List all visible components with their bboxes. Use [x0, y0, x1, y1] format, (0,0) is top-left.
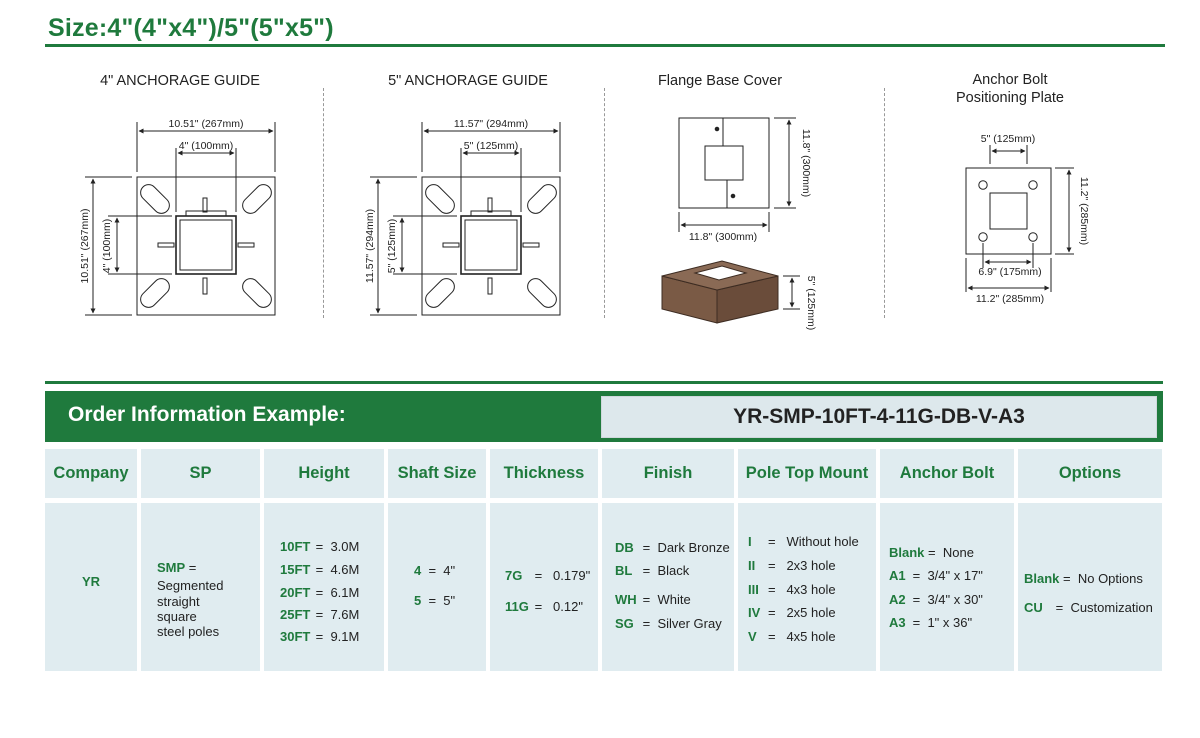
- top-mount-row: IV= 2x5 hole: [748, 605, 836, 620]
- separator-2: [604, 88, 605, 318]
- top-mount-row: III= 4x3 hole: [748, 582, 836, 597]
- order-section-rule: [45, 381, 1163, 384]
- cell-shaft-size: 4 = 4" 5 = 5": [388, 503, 486, 671]
- finish-row: BL = Black: [615, 563, 690, 578]
- order-code-box: [601, 396, 1157, 438]
- g4-inner-height: 4" (100mm): [101, 219, 113, 274]
- sp-key-line: SMP =: [157, 560, 196, 575]
- g5-outer-height: 11.57" (294mm): [364, 209, 376, 283]
- flange-depth: 5" (125mm): [805, 276, 817, 331]
- flange-cover-label: Flange Base Cover: [657, 73, 783, 89]
- anchor-bolt-row: A2 = 3/4" x 30": [889, 592, 983, 607]
- sp-desc-3: square: [157, 609, 197, 624]
- height-row: 20FT = 6.1M: [280, 585, 360, 600]
- technical-drawings: 10.51" (267mm) 4" (100mm) 10.51" (267mm)…: [79, 117, 1090, 331]
- g5-inner-height: 5" (125mm): [386, 219, 398, 274]
- header-anchor-bolt: Anchor Bolt: [880, 449, 1014, 498]
- separator-1: [323, 88, 324, 318]
- cell-finish: DB = Dark Bronze BL = Black WH = White S…: [602, 503, 734, 671]
- height-row: 30FT = 9.1M: [280, 629, 360, 644]
- sp-desc-1: Segmented: [157, 578, 224, 593]
- header-sp: SP: [141, 449, 260, 498]
- header-thickness: Thickness: [490, 449, 598, 498]
- company-value: YR: [81, 574, 101, 589]
- g4-outer-height: 10.51" (267mm): [79, 209, 91, 284]
- page-title: Size:4"(4"x4")/5"(5"x5"): [48, 14, 334, 42]
- flange-width: 11.8" (300mm): [689, 231, 757, 243]
- options-row: CU = Customization: [1024, 600, 1153, 615]
- anchor-plate-label: Anchor Bolt Positioning Plate: [920, 71, 1100, 107]
- title-underline: [45, 44, 1165, 47]
- sp-desc-2: straight: [157, 594, 200, 609]
- sp-key: SMP: [157, 560, 186, 575]
- anchorage-guide-5-drawing: [370, 122, 561, 316]
- guide-4-label: 4" ANCHORAGE GUIDE: [100, 73, 260, 89]
- cell-height: 10FT = 3.0M 15FT = 4.6M 20FT = 6.1M 25FT…: [264, 503, 384, 671]
- order-info-label: Order Information Example:: [68, 403, 346, 426]
- header-shaft-size: Shaft Size: [388, 449, 486, 498]
- header-height: Height: [264, 449, 384, 498]
- anchor-plate-label-line2: Positioning Plate: [955, 90, 1064, 106]
- header-company: Company: [45, 449, 137, 498]
- anchor-bolt-row: A1 = 3/4" x 17": [889, 568, 983, 583]
- height-row: 25FT = 7.6M: [280, 607, 360, 622]
- options-row: Blank = No Options: [1024, 571, 1143, 586]
- anchor-bolt-row: A3 = 1" x 36": [889, 615, 973, 630]
- anchor-plate-drawing: [965, 145, 1074, 292]
- finish-row: DB = Dark Bronze: [615, 540, 730, 555]
- g4-outer-width: 10.51" (267mm): [169, 118, 244, 130]
- finish-row: WH = White: [615, 592, 691, 607]
- cell-company: YR: [45, 503, 137, 671]
- top-mount-row: II= 2x3 hole: [748, 558, 836, 573]
- cell-anchor-bolt: Blank = None A1 = 3/4" x 17" A2 = 3/4" x…: [880, 503, 1014, 671]
- g4-inner-width: 4" (100mm): [179, 140, 234, 152]
- guide-5-label: 5" ANCHORAGE GUIDE: [388, 73, 548, 89]
- height-row: 15FT = 4.6M: [280, 562, 360, 577]
- sp-desc-4: steel poles: [157, 624, 220, 639]
- cell-sp: SMP = Segmented straight square steel po…: [141, 503, 260, 671]
- g5-outer-width: 11.57" (294mm): [454, 118, 528, 130]
- cell-options: Blank = No Options CU = Customization: [1018, 503, 1162, 671]
- anchorage-guide-4-drawing: [85, 122, 276, 316]
- flange-height: 11.8" (300mm): [800, 129, 812, 197]
- anchor-top: 5" (125mm): [981, 133, 1036, 145]
- anchor-bolt-spacing: 6.9" (175mm): [978, 266, 1041, 278]
- thickness-row: 7G = 0.179": [505, 568, 591, 583]
- top-mount-row: V= 4x5 hole: [748, 629, 836, 644]
- order-code: YR-SMP-10FT-4-11G-DB-V-A3: [733, 405, 1025, 428]
- top-mount-row: I= Without hole: [748, 534, 859, 549]
- height-row: 10FT = 3.0M: [280, 539, 360, 554]
- anchor-height: 11.2" (285mm): [1078, 177, 1090, 245]
- anchor-plate-label-line1: Anchor Bolt: [972, 72, 1048, 88]
- g5-inner-width: 5" (125mm): [464, 140, 519, 152]
- shaft-row: 4 = 4": [414, 563, 456, 578]
- anchor-width: 11.2" (285mm): [976, 293, 1044, 305]
- header-options: Options: [1018, 449, 1162, 498]
- finish-row: SG = Silver Gray: [615, 616, 722, 631]
- cell-pole-top-mount: I= Without hole II= 2x3 hole III= 4x3 ho…: [738, 503, 876, 671]
- flange-cover-drawing: [661, 117, 800, 324]
- header-finish: Finish: [602, 449, 734, 498]
- sp-eq: =: [188, 560, 197, 575]
- thickness-row: 11G = 0.12": [505, 599, 583, 614]
- shaft-row: 5 = 5": [414, 593, 456, 608]
- separator-3: [884, 88, 885, 318]
- cell-thickness: 7G = 0.179" 11G = 0.12": [490, 503, 598, 671]
- anchor-bolt-row: Blank = None: [889, 545, 974, 560]
- header-pole-top-mount: Pole Top Mount: [738, 449, 876, 498]
